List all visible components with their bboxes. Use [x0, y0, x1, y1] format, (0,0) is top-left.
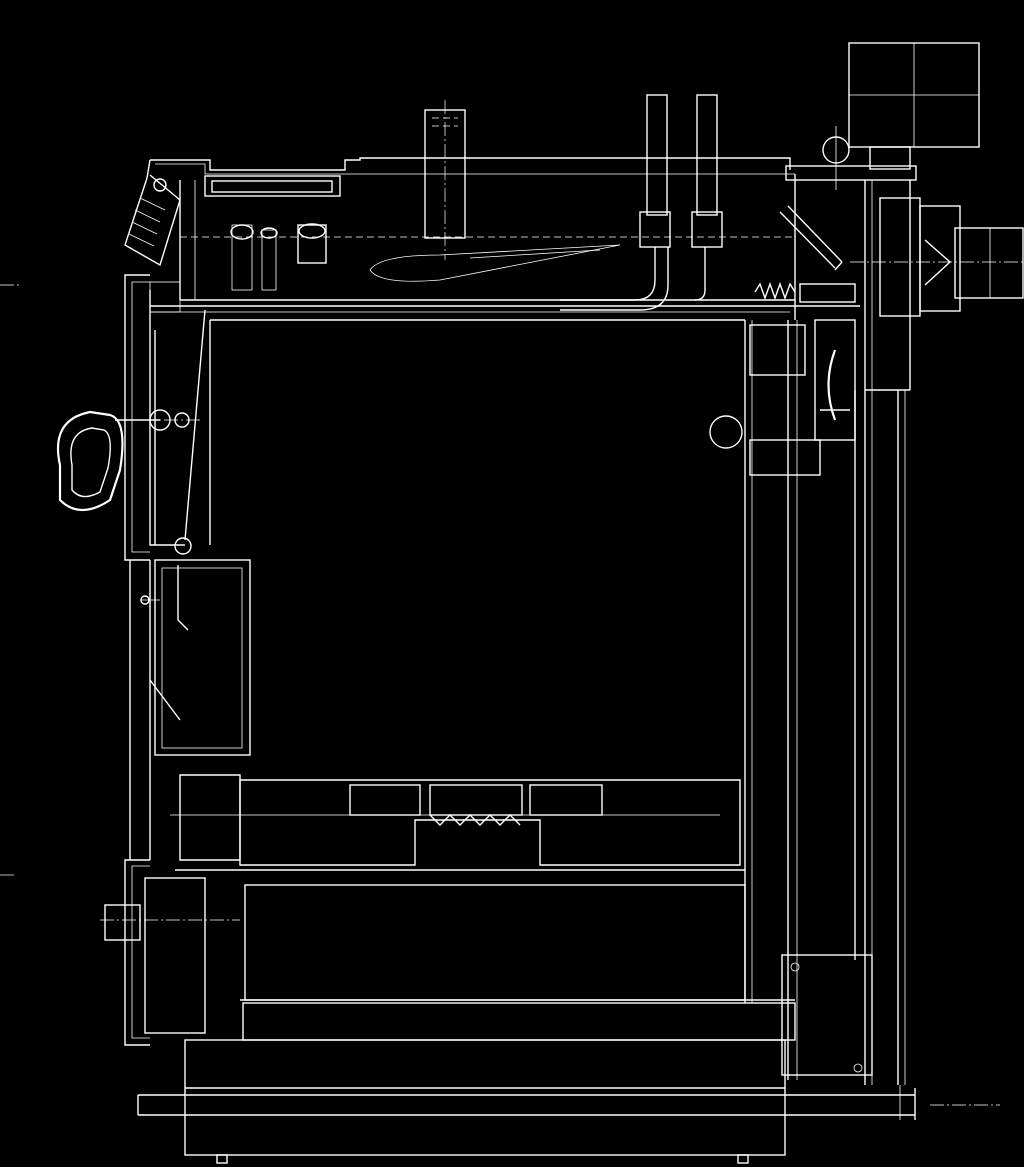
flue-pipe [424, 100, 466, 260]
top-cover [146, 157, 917, 197]
boiler-base [137, 1039, 916, 1164]
center-lines [0, 284, 1000, 1106]
secondary-air-door [129, 559, 251, 860]
hearth-grate [170, 774, 745, 871]
ash-door [100, 859, 240, 1046]
inspection-port [709, 415, 743, 449]
front-top-louvre [124, 174, 181, 267]
combustion-chamber [209, 319, 745, 545]
burner-head [850, 197, 1024, 317]
water-pipes [369, 94, 723, 311]
door-handle [56, 409, 190, 512]
ash-pan [240, 884, 873, 1076]
sensor-wells [230, 223, 327, 291]
burner-motor [822, 42, 980, 190]
upper-door [124, 274, 206, 561]
draft-flap [814, 319, 856, 441]
heat-exchanger-chamber [150, 174, 860, 320]
